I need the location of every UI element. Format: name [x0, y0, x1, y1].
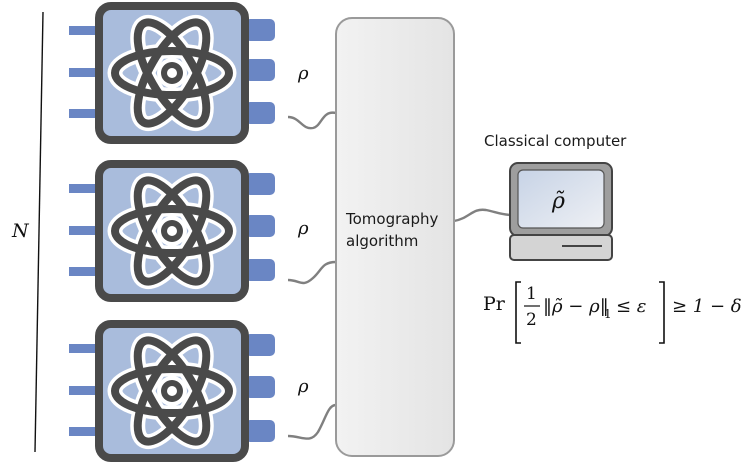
- leq-epsilon: ≤ ε: [616, 296, 646, 317]
- rho-label-1: ρ: [297, 63, 309, 84]
- formula-rhs: ≥ 1 − δ: [672, 296, 742, 317]
- norm-expression: ‖ρ̃ − ρ‖: [543, 296, 609, 317]
- input-pins: [69, 344, 95, 436]
- input-pins: [69, 26, 95, 118]
- atom-icon: [107, 332, 237, 450]
- wire-to-computer: [453, 208, 513, 223]
- rho-label-2: ρ: [297, 218, 309, 239]
- formula-pr: Pr: [483, 293, 506, 315]
- computer-base: [509, 234, 613, 261]
- right-bracket: [659, 281, 665, 344]
- input-pins: [69, 184, 95, 276]
- rho-label-3: ρ: [297, 376, 309, 397]
- quantum-device-1: [69, 2, 275, 144]
- wire-device-1: [287, 111, 337, 130]
- output-pins: [245, 19, 275, 124]
- error-bound-formula: Pr 1 2 ‖ρ̃ − ρ‖ 1 ≤ ε ≥ 1 − δ: [483, 281, 742, 344]
- left-bracket: [515, 281, 521, 344]
- computer-icon: [509, 162, 613, 261]
- wire-device-2: [287, 260, 337, 285]
- tomography-label-line1: Tomography: [345, 210, 438, 228]
- n-bracket-line: [34, 11, 44, 453]
- frac-numerator: 1: [526, 284, 537, 304]
- tomography-label-line2: algorithm: [346, 232, 418, 250]
- quantum-device-2: [69, 160, 275, 302]
- norm-subscript: 1: [604, 307, 612, 321]
- output-pins: [245, 173, 275, 281]
- wire-device-3: [287, 403, 337, 440]
- classical-computer-label: Classical computer: [484, 132, 627, 150]
- screen-rho-tilde: ρ̃: [551, 189, 565, 214]
- output-pins: [245, 334, 275, 442]
- monitor-screen: [517, 169, 605, 229]
- quantum-device-3: [69, 320, 275, 462]
- n-label: N: [11, 220, 30, 242]
- tomography-box: [335, 17, 455, 457]
- frac-denominator: 2: [526, 310, 537, 330]
